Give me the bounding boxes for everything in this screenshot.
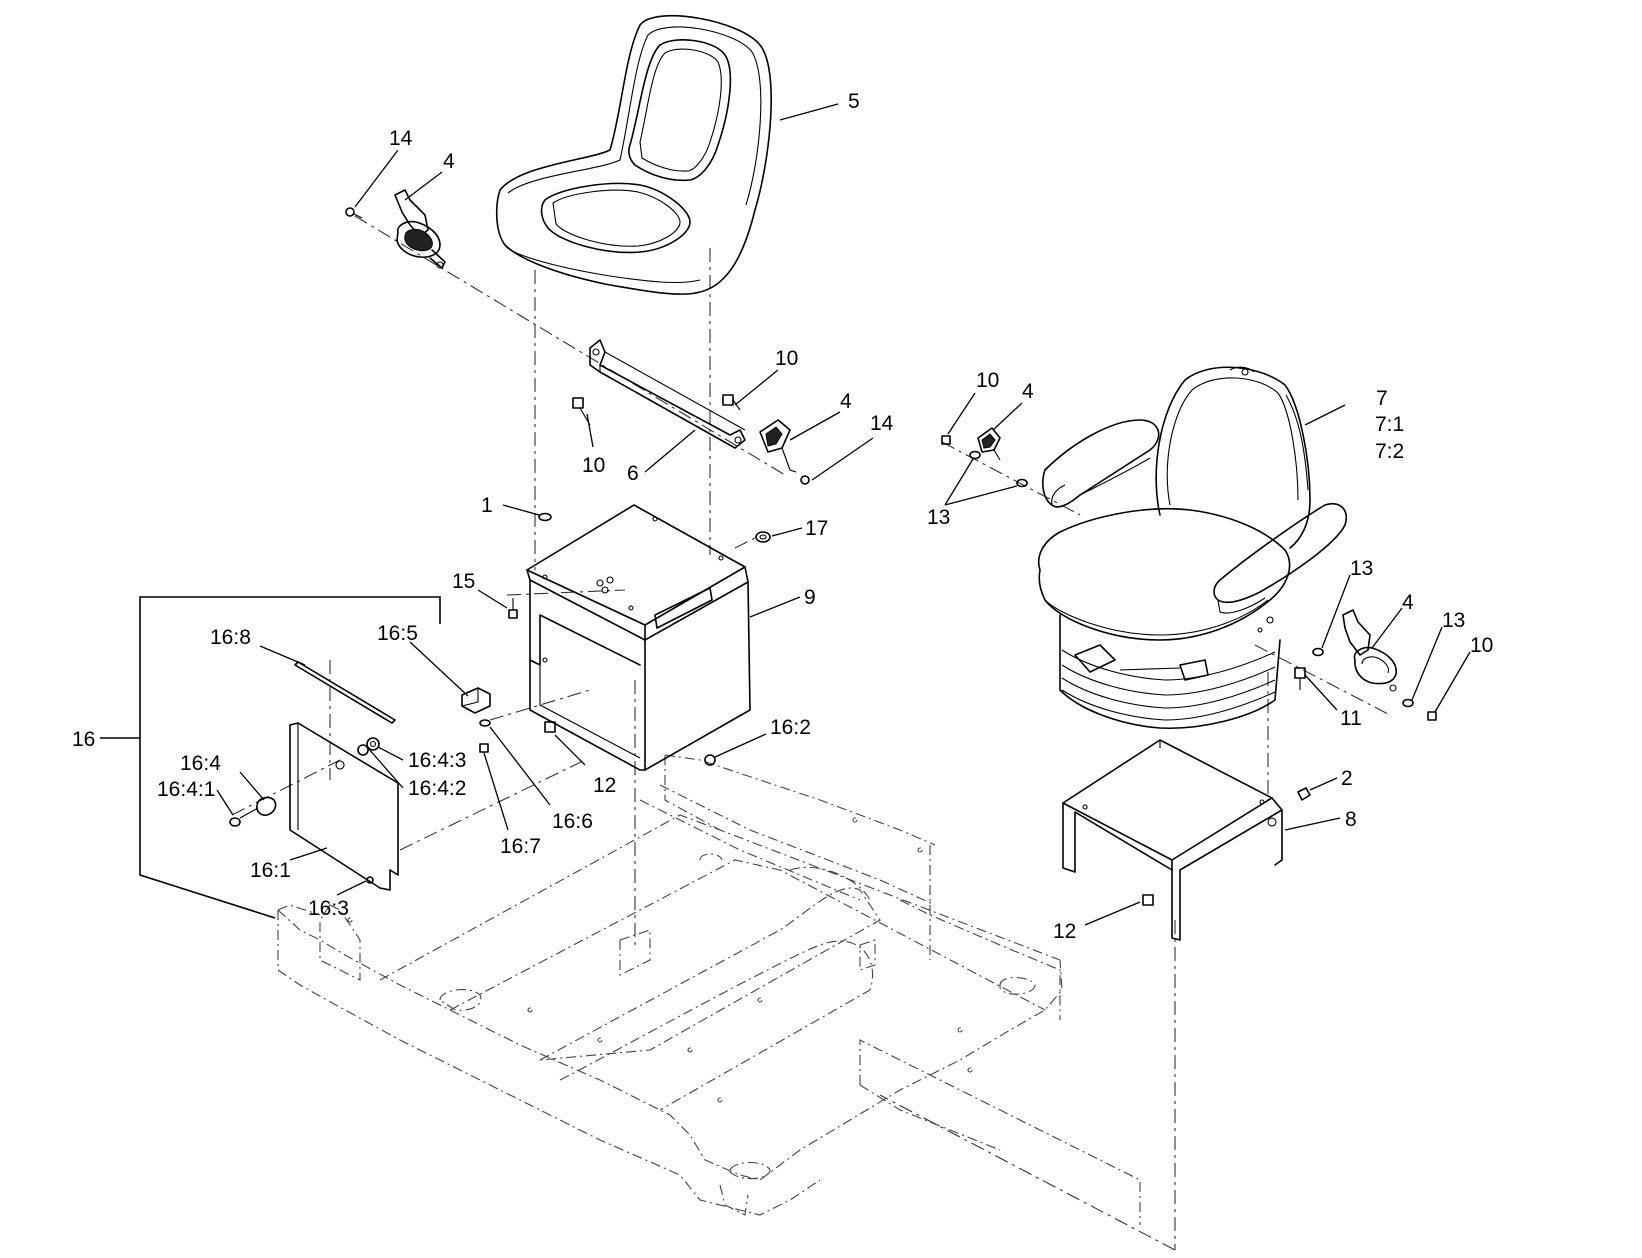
callout-4-seat-left: 4 (1022, 380, 1034, 403)
callout-10-bracket-left: 10 (582, 454, 605, 477)
bolt-11 (1294, 667, 1306, 690)
alignment-lines (231, 215, 1391, 1251)
callout-16-6: 16:6 (552, 810, 593, 833)
callout-14-center: 14 (870, 412, 894, 435)
callout-11: 11 (1340, 707, 1362, 730)
bolt-10-bracket-right (722, 394, 741, 411)
callout-labels: 5 14 4 10 4 14 10 6 1 17 15 9 16:8 16:5 … (72, 90, 1493, 943)
callout-2: 2 (1341, 767, 1353, 790)
bolt-10-bracket-left (572, 397, 591, 426)
callout-15: 15 (452, 570, 475, 593)
seat-belt-retractor-right (1342, 609, 1397, 692)
nut-16-2 (704, 754, 716, 766)
bolt-15 (508, 598, 518, 619)
callout-16-8: 16:8 (210, 626, 251, 649)
chassis-frame (277, 754, 1141, 1225)
callout-13-right-b: 13 (1442, 609, 1465, 632)
strip-16-8 (294, 661, 396, 724)
callout-4-center: 4 (840, 390, 852, 413)
callout-7-2: 7:2 (1375, 440, 1404, 463)
callout-14-left: 14 (389, 127, 413, 150)
callout-16-2: 16:2 (770, 716, 811, 739)
seat-belt-buckle-center (759, 419, 810, 485)
callout-8: 8 (1345, 808, 1357, 831)
seat-box (526, 504, 751, 771)
callout-12-box: 12 (593, 774, 616, 797)
callout-4-left: 4 (443, 150, 455, 173)
bucket-seat (495, 14, 772, 295)
callout-16-4-1: 16:4:1 (157, 778, 215, 801)
washer-13-left-b (1016, 478, 1028, 488)
leader-lines (216, 103, 1471, 926)
callout-13-left: 13 (927, 506, 950, 529)
callout-7: 7 (1376, 387, 1388, 410)
bolt-14-left (345, 207, 363, 219)
ring-16-4-3 (366, 737, 380, 751)
callout-16-7: 16:7 (500, 835, 541, 858)
nut-2 (1297, 787, 1311, 801)
washer-16-6 (479, 719, 491, 727)
bolt-12-plate (1142, 894, 1154, 906)
callout-4-seat-right: 4 (1402, 591, 1414, 614)
screw-16-7 (479, 743, 489, 753)
callout-16-1: 16:1 (250, 859, 291, 882)
callout-10-seat-right: 10 (1470, 634, 1493, 657)
suspension-seat (1038, 366, 1347, 730)
bolt-10-seat-left (941, 435, 951, 445)
washer-1 (538, 512, 552, 522)
callout-16-4-2: 16:4:2 (408, 777, 466, 800)
callout-7-1: 7:1 (1375, 413, 1404, 436)
callout-5: 5 (848, 90, 860, 113)
callout-10-seat-left: 10 (976, 369, 999, 392)
callout-16: 16 (72, 728, 95, 751)
washer-13-right-b (1402, 698, 1414, 708)
ring-16-4-2 (357, 744, 369, 756)
callout-12-plate: 12 (1053, 920, 1076, 943)
callout-10-bracket-right: 10 (775, 347, 798, 370)
latch-16-4 (229, 796, 277, 827)
rivet-16-3 (366, 876, 374, 884)
angle-bracket-16-5 (461, 687, 491, 714)
callout-16-5: 16:5 (377, 622, 418, 645)
callout-16-4-3: 16:4:3 (408, 749, 466, 772)
callout-9: 9 (804, 586, 816, 609)
seat-mount-plate (1062, 739, 1283, 941)
callout-17: 17 (805, 517, 828, 540)
washer-13-left-a (969, 450, 981, 460)
grommet-17 (755, 531, 771, 543)
washer-13-right-a (1312, 647, 1324, 657)
bolt-10-seat-right (1427, 711, 1437, 721)
callout-1: 1 (481, 494, 493, 517)
buckle-4-seat-left (977, 427, 1001, 461)
seat-belt-retractor-left (394, 189, 446, 269)
callout-6: 6 (627, 462, 639, 485)
group-16-bracket (100, 596, 441, 919)
callout-16-4: 16:4 (180, 752, 221, 775)
callout-13-right-a: 13 (1350, 557, 1373, 580)
panel-16-1 (289, 722, 399, 891)
callout-16-3: 16:3 (308, 897, 349, 920)
bolt-12-box (544, 721, 556, 733)
seat-mount-bracket (589, 339, 746, 449)
